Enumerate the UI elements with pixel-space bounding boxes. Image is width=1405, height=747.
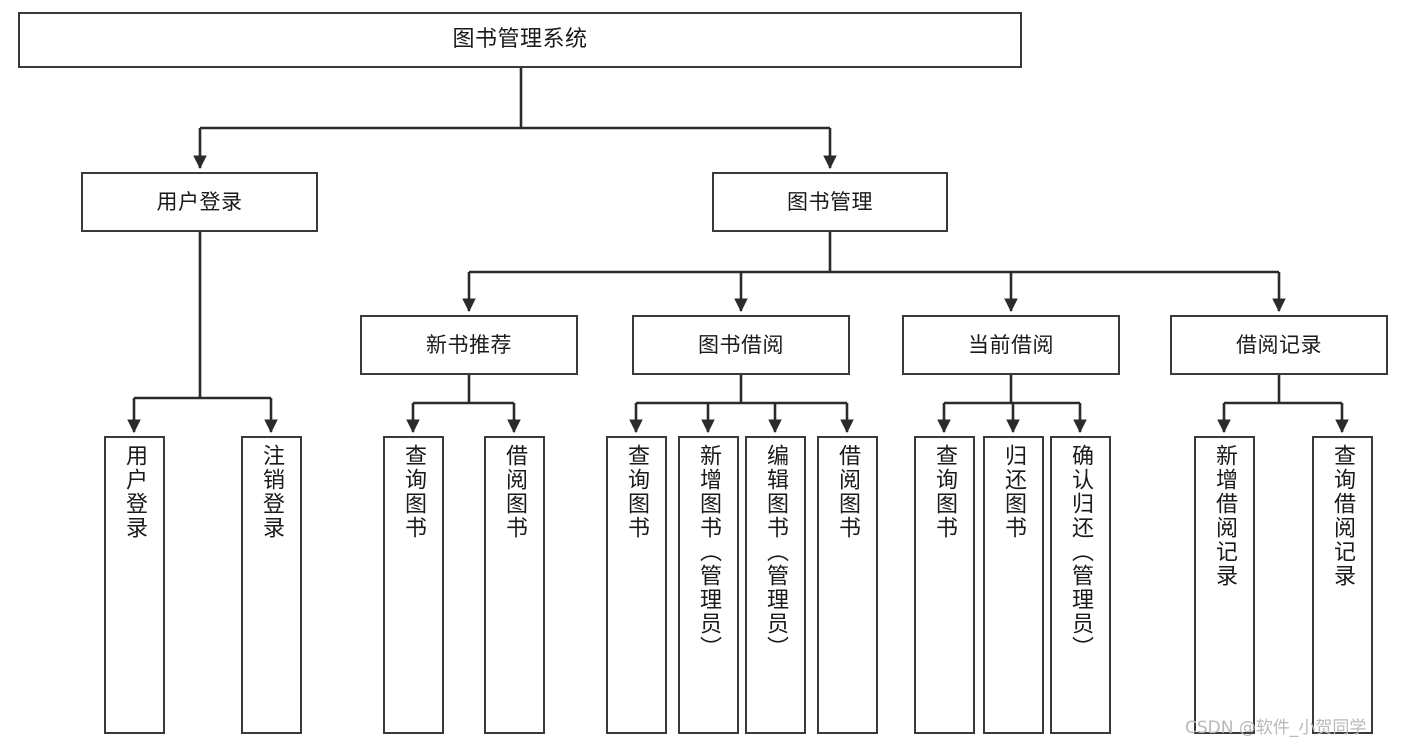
node-leaf-current-query-book-label: 查询图书 (932, 444, 958, 540)
node-leaf-record-query-record-label: 查询借阅记录 (1330, 444, 1356, 588)
node-leaf-recommend-query-book[interactable]: 查询图书 (383, 436, 444, 734)
node-book-borrow[interactable]: 图书借阅 (632, 315, 850, 375)
node-root-library-system[interactable]: 图书管理系统 (18, 12, 1022, 68)
node-leaf-borrow-borrow-book-label: 借阅图书 (835, 444, 861, 540)
node-user-login[interactable]: 用户登录 (81, 172, 318, 232)
node-borrow-record[interactable]: 借阅记录 (1170, 315, 1388, 375)
node-leaf-recommend-query-book-label: 查询图书 (401, 444, 427, 540)
node-leaf-current-return-book[interactable]: 归还图书 (983, 436, 1044, 734)
node-current-borrow[interactable]: 当前借阅 (902, 315, 1120, 375)
node-leaf-borrow-query-book[interactable]: 查询图书 (606, 436, 667, 734)
node-leaf-recommend-borrow-book-label: 借阅图书 (502, 444, 528, 540)
node-leaf-current-confirm-return-admin-label: 确认归还（管理员） (1068, 444, 1094, 660)
node-current-borrow-label: 当前借阅 (968, 332, 1054, 357)
node-leaf-record-add-record[interactable]: 新增借阅记录 (1194, 436, 1255, 734)
node-leaf-current-return-book-label: 归还图书 (1001, 444, 1027, 540)
node-leaf-borrow-borrow-book[interactable]: 借阅图书 (817, 436, 878, 734)
node-borrow-record-label: 借阅记录 (1236, 332, 1322, 357)
node-user-login-label: 用户登录 (156, 189, 243, 214)
node-leaf-user-logout-label: 注销登录 (259, 444, 285, 540)
node-leaf-borrow-edit-book-admin-label: 编辑图书（管理员） (763, 444, 789, 660)
node-leaf-borrow-query-book-label: 查询图书 (624, 444, 650, 540)
node-new-book-recommend-label: 新书推荐 (426, 332, 512, 357)
node-leaf-record-query-record[interactable]: 查询借阅记录 (1312, 436, 1373, 734)
node-leaf-borrow-add-book-admin-label: 新增图书（管理员） (696, 444, 722, 660)
node-book-management-label: 图书管理 (787, 189, 873, 214)
node-leaf-borrow-edit-book-admin[interactable]: 编辑图书（管理员） (745, 436, 806, 734)
node-leaf-user-login-label: 用户登录 (122, 444, 148, 540)
node-leaf-user-logout[interactable]: 注销登录 (241, 436, 302, 734)
node-leaf-current-confirm-return-admin[interactable]: 确认归还（管理员） (1050, 436, 1111, 734)
node-leaf-current-query-book[interactable]: 查询图书 (914, 436, 975, 734)
node-book-management[interactable]: 图书管理 (712, 172, 948, 232)
node-leaf-borrow-add-book-admin[interactable]: 新增图书（管理员） (678, 436, 739, 734)
node-leaf-user-login[interactable]: 用户登录 (104, 436, 165, 734)
node-new-book-recommend[interactable]: 新书推荐 (360, 315, 578, 375)
node-leaf-record-add-record-label: 新增借阅记录 (1212, 444, 1238, 588)
node-leaf-recommend-borrow-book[interactable]: 借阅图书 (484, 436, 545, 734)
node-root-label: 图书管理系统 (452, 27, 588, 52)
node-book-borrow-label: 图书借阅 (698, 332, 784, 357)
csdn-watermark: CSDN @软件_小贺同学 (1185, 718, 1367, 738)
